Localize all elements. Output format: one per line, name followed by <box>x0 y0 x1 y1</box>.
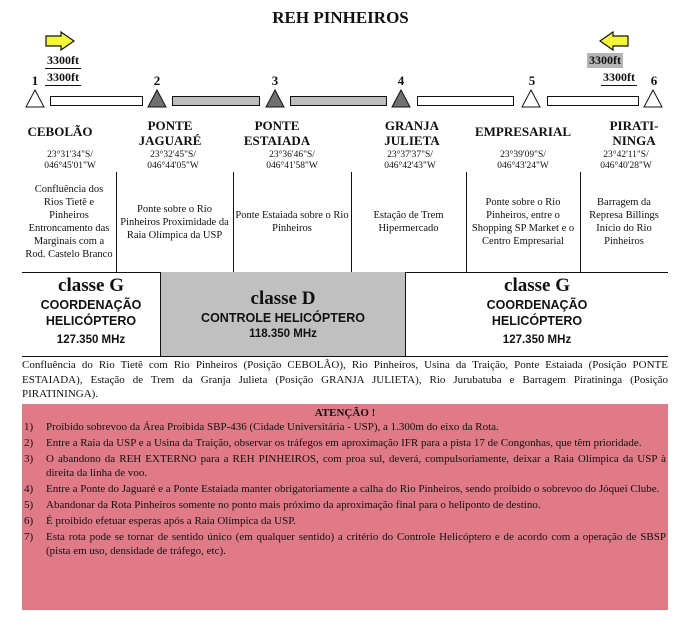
waypoint-triangle-6 <box>643 89 663 108</box>
waypoint-triangle-5 <box>521 89 541 108</box>
point-name-1: CEBOLÃO <box>27 124 93 139</box>
point-coord-4: 23°37'37"S/046°42'43"W <box>384 150 436 171</box>
route-segment-2-3 <box>172 96 260 106</box>
point-desc-1: Confluência dos Rios Tietê e Pinheiros E… <box>25 184 113 260</box>
attention-item: 5)Abandonar da Rota Pinheiros somente no… <box>24 498 541 511</box>
attention-item: 7)Esta rota pode se tornar de sentido ún… <box>24 530 666 557</box>
attention-box: ATENÇÃO ! 1)Proibido sobrevoo da Área Pr… <box>22 404 668 610</box>
point-number-1: 1 <box>31 73 39 88</box>
waypoint-triangle-4 <box>391 89 411 108</box>
point-desc-4: Estação de Trem Hipermercado <box>373 210 444 234</box>
route-segment-3-4 <box>290 96 387 106</box>
point-coord-3: 23°36'46"S/046°41'58"W <box>266 150 318 171</box>
attention-item: 4)Entre a Ponte do Jaguaré e a Ponte Est… <box>24 483 660 496</box>
point-number-4: 4 <box>397 73 405 88</box>
point-name-6: PIRATI-NINGA <box>609 118 659 148</box>
point-desc-5: Ponte sobre o Rio Pinheiros, entre o Sho… <box>471 197 575 247</box>
attention-item: 3)O abandono da REH EXTERNO para a REH P… <box>24 452 666 480</box>
altitude-left-top: 3300ft <box>45 53 81 69</box>
attention-title: ATENÇÃO ! <box>314 407 376 419</box>
point-desc-6: Barragem da Represa Billings Início do R… <box>589 197 659 247</box>
class-g-left: classe G COORDENAÇÃO HELICÓPTERO 127.350… <box>40 275 142 346</box>
altitude-right-top: 3300ft <box>587 53 623 68</box>
point-name-5: EMPRESARIAL <box>474 124 572 139</box>
point-coord-2: 23°32'45"S/046°44'05"W <box>147 150 199 171</box>
waypoint-triangle-1 <box>25 89 45 108</box>
waypoint-triangle-3 <box>265 89 285 108</box>
class-d-center: classe D CONTROLE HELICÓPTERO 118.350 MH… <box>160 272 406 356</box>
waypoint-triangle-2 <box>147 89 167 108</box>
point-desc-2: Ponte sobre o Rio Pinheiros Proximidade … <box>120 203 229 241</box>
chart-title: REH PINHEIROS <box>272 8 409 27</box>
point-coord-1: 23°31'34"S/046°45'01"W <box>44 150 96 171</box>
point-number-5: 5 <box>528 73 536 88</box>
route-segment-5-6 <box>547 96 639 106</box>
altitude-left-bottom: 3300ft <box>45 70 81 86</box>
point-number-3: 3 <box>271 73 279 88</box>
route-summary: Confluência do Rio Tietê com Rio Pinheir… <box>22 359 668 400</box>
altitude-right-bottom: 3300ft <box>601 70 637 86</box>
point-coord-5: 23°39'09"S/046°43'24"W <box>497 150 549 171</box>
point-number-6: 6 <box>650 73 658 88</box>
attention-item: 6)É proibido efetuar esperas após a Raia… <box>24 514 296 527</box>
attention-item: 2)Entre a Raia da USP e a Usina da Traiç… <box>24 437 642 450</box>
arrow-right-icon <box>45 31 75 51</box>
point-number-2: 2 <box>153 73 161 88</box>
route-segment-1-2 <box>50 96 143 106</box>
attention-item: 1)Proibido sobrevoo da Área Proibida SBP… <box>24 421 499 434</box>
class-g-right: classe G COORDENAÇÃO HELICÓPTERO 127.350… <box>486 275 588 346</box>
point-coord-6: 23°42'11"S/046°40'28"W <box>600 150 652 171</box>
arrow-left-icon <box>599 31 629 51</box>
route-segment-4-5 <box>417 96 514 106</box>
point-desc-3: Ponte Estaiada sobre o Rio Pinheiros <box>235 210 349 234</box>
